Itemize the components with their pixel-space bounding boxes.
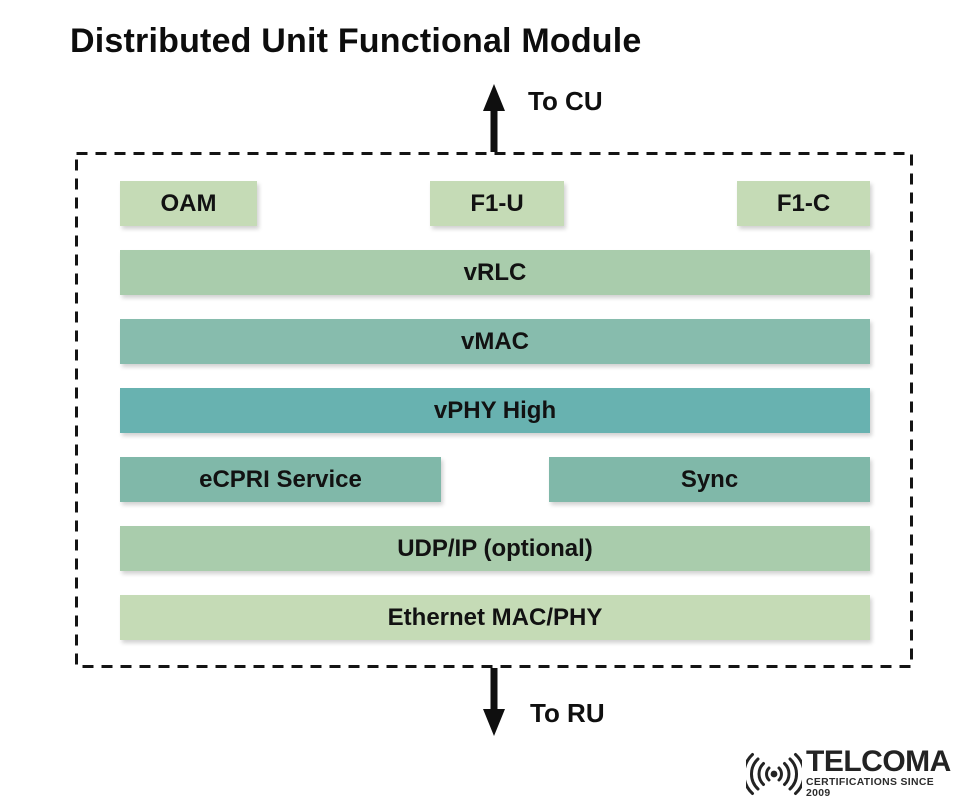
arrow-down-icon: [483, 668, 505, 736]
logo-brand: TELCOMA: [806, 745, 951, 778]
page-title: Distributed Unit Functional Module: [70, 22, 642, 60]
block-ecpri-service: eCPRI Service: [120, 457, 441, 502]
signal-waves-icon: [746, 752, 802, 795]
logo-text: TELCOMA CERTIFICATIONS SINCE 2009: [806, 745, 960, 800]
arrow-up-icon: [483, 84, 505, 152]
block-f1-u: F1-U: [430, 181, 564, 226]
telcoma-logo: TELCOMA CERTIFICATIONS SINCE 2009: [746, 745, 960, 800]
block-vrlc: vRLC: [120, 250, 870, 295]
logo-tagline: CERTIFICATIONS SINCE 2009: [806, 777, 935, 799]
block-oam: OAM: [120, 181, 257, 226]
block-vphy-high: vPHY High: [120, 388, 870, 433]
to-cu-label: To CU: [528, 86, 603, 116]
block-vmac: vMAC: [120, 319, 870, 364]
block-udp-ip: UDP/IP (optional): [120, 526, 870, 571]
module-boundary: [75, 152, 913, 668]
block-sync: Sync: [549, 457, 870, 502]
block-f1-c: F1-C: [737, 181, 870, 226]
block-ethernet-mac-phy: Ethernet MAC/PHY: [120, 595, 870, 640]
to-ru-label: To RU: [530, 698, 605, 728]
